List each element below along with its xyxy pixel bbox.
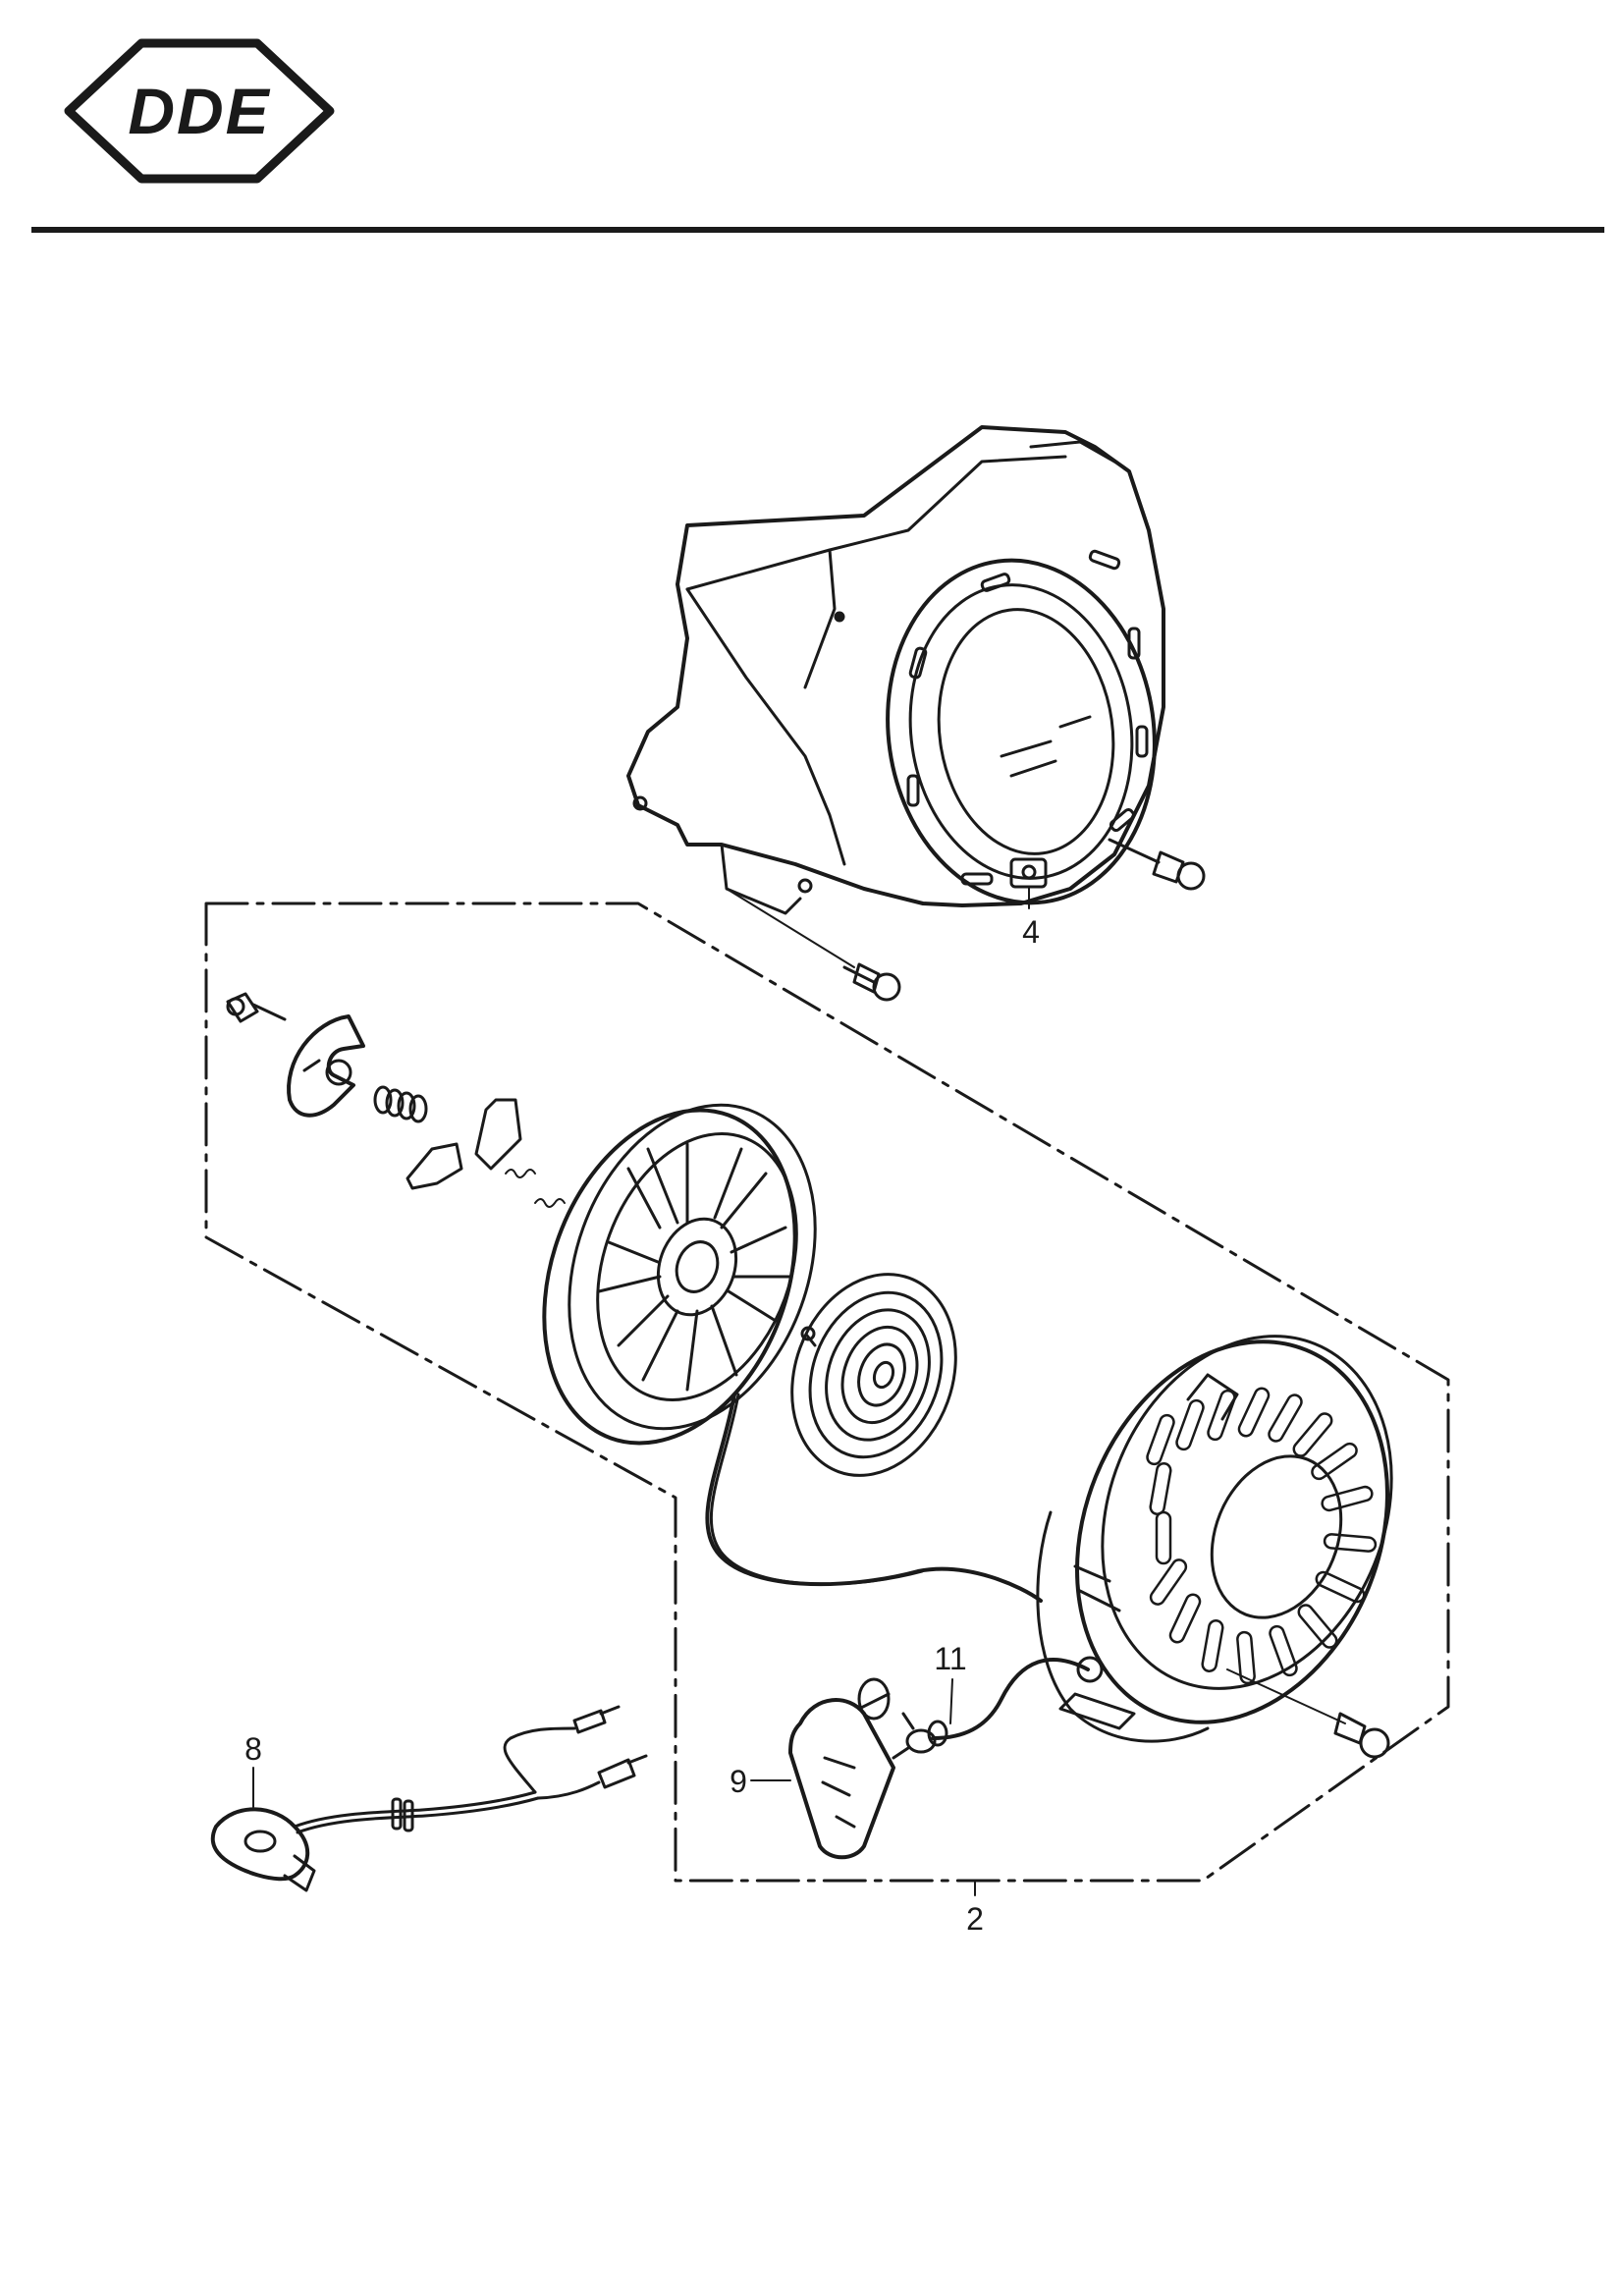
ratchet-pawl-right [474, 1098, 522, 1171]
shroud-bolt-right [1108, 838, 1206, 891]
callout-4: 4 [1022, 914, 1040, 950]
shroud-bolt-bottom [842, 962, 901, 1002]
ratchet-plate [287, 1014, 365, 1118]
callout-8: 8 [244, 1731, 262, 1767]
assembly-boundary [204, 902, 1450, 1883]
starter-case-bolt [1226, 1668, 1390, 1759]
callout-11: 11 [934, 1641, 966, 1676]
callout-labels: 4 11 8 9 2 [244, 914, 1040, 1937]
diamond-logo-icon [64, 38, 335, 184]
ratchet-bolt [226, 992, 287, 1023]
starter-case [1036, 1335, 1393, 1743]
header-divider [31, 227, 1604, 233]
recoil-spring [790, 1273, 957, 1477]
callout-2: 2 [966, 1901, 984, 1937]
ratchet-spring [373, 1085, 428, 1123]
brand-logo-text: DDE [128, 75, 271, 147]
rope-clip [892, 1712, 948, 1760]
callout-9: 9 [730, 1764, 747, 1799]
pawl-return-springs [505, 1169, 566, 1208]
leader-lines [252, 1678, 953, 1808]
starter-handle [788, 1677, 895, 1860]
fan-shroud [626, 425, 1165, 915]
starter-rope [705, 1393, 1043, 1603]
starter-pulley [542, 1103, 817, 1446]
rope-to-handle [931, 1658, 1090, 1740]
ratchet-pawl-left [406, 1142, 463, 1190]
oil-sensor-harness [210, 1705, 648, 1892]
